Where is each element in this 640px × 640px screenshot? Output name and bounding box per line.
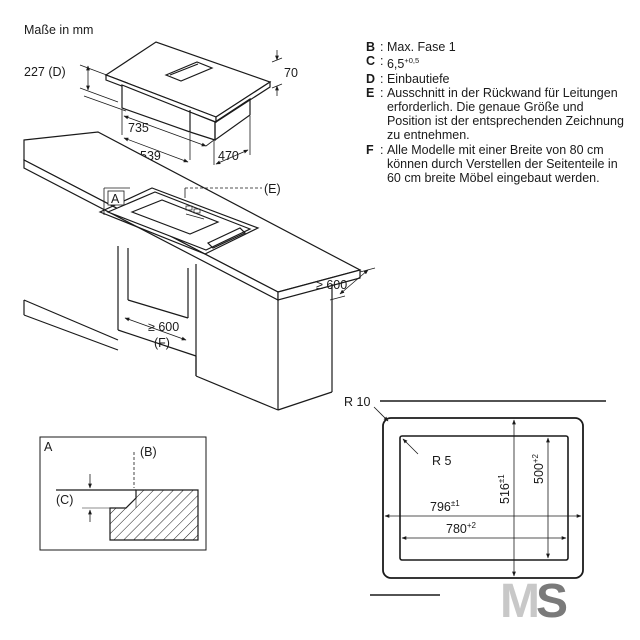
cutout-plan [370, 400, 606, 596]
detail-a-tag [107, 190, 125, 206]
legend-text: Max. Fase 1 [386, 40, 456, 54]
legend-sup: +0,5 [404, 56, 420, 66]
outer-width-label: 796±1 [430, 499, 460, 514]
legend-text: Ausschnitt in der Rückwand für Leitungen… [386, 85, 624, 143]
detail-a-label: A [111, 192, 120, 206]
inner-width-label: 780+2 [446, 521, 477, 536]
worktop-illustration [23, 131, 362, 411]
step-label: (C) [56, 493, 73, 507]
height-label: 70 [284, 66, 298, 80]
width-label: 735 [128, 121, 149, 135]
legend-text: Einbautiefe [386, 71, 450, 86]
legend-key: B [366, 40, 376, 54]
legend-item-e: E: Ausschnitt in der Rückwand für Leitun… [366, 86, 628, 143]
outer-depth-label: 516±1 [497, 474, 512, 504]
worktop-dimensions [103, 187, 376, 341]
legend-item-f: F: Alle Modelle mit einer Breite von 80 … [366, 143, 628, 186]
legend-key: E [366, 85, 375, 100]
cabinet-note-label: (F) [154, 336, 170, 350]
inner-depth-label: 500+2 [531, 453, 546, 484]
logo-m: M [500, 575, 540, 628]
legend-item-b: B: Max. Fase 1 [366, 40, 456, 54]
hob-dimensions [79, 50, 283, 165]
legend-text: Alle Modelle mit einer Breite von 80 cm … [386, 142, 618, 185]
legend-text: 6,5 [386, 57, 405, 72]
legend-key: F [366, 142, 374, 157]
detail-a [39, 436, 207, 551]
legend-item-d: D: Einbautiefe [366, 71, 450, 86]
cabinet-width-label: ≥ 600 [148, 320, 179, 334]
units-label: Maße in mm [24, 23, 93, 37]
ms-logo: MS [500, 575, 568, 628]
legend-item-c: C: 6,5+0,5 [366, 54, 420, 72]
frame-depth-label: 470 [218, 149, 239, 163]
legend-key: D [366, 71, 376, 86]
logo-s: S [535, 575, 568, 628]
legend: B: Max. Fase 1 C: 6,5+0,5 D: Einbautiefe… [366, 40, 628, 185]
detail-a-title: A [44, 440, 53, 454]
worktop-depth-label: ≥ 600 [316, 278, 347, 292]
chamfer-label: (B) [140, 445, 157, 459]
rear-cutout-label: (E) [264, 182, 281, 196]
legend-key: C [366, 54, 376, 69]
outer-radius-label: R 10 [344, 395, 370, 409]
depth-label: 227 (D) [24, 65, 66, 79]
inner-radius-label: R 5 [432, 454, 452, 468]
